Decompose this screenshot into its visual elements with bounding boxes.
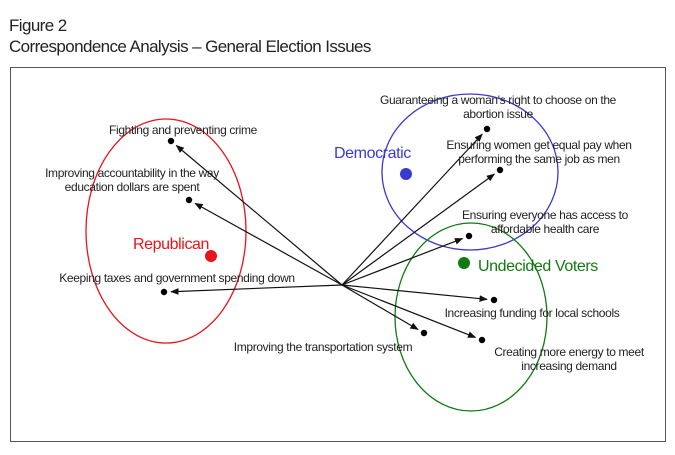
democratic-label: Democratic <box>334 145 411 162</box>
issue-label: Improving the transportation system <box>234 340 413 354</box>
issue-point <box>185 196 193 204</box>
issue-label: abortion issue <box>463 107 533 121</box>
democratic-ellipse <box>381 93 559 251</box>
issue-arrow <box>175 144 343 286</box>
issue-label: Ensuring women get equal pay when <box>446 138 631 152</box>
issue-label: education dollars are spent <box>65 180 201 194</box>
figure-label: Figure 2 <box>9 16 67 35</box>
issue-arrow <box>341 133 483 286</box>
issue-label: Increasing funding for local schools <box>445 306 620 320</box>
issue-point <box>420 329 428 337</box>
issue-arrow <box>341 284 419 330</box>
issue-arrow <box>341 284 488 302</box>
issue-point <box>167 137 175 145</box>
chart-title: Correspondence Analysis – General Electi… <box>9 37 371 56</box>
issue-arrow <box>341 237 464 286</box>
republican-label: Republican <box>133 236 209 253</box>
issue-point <box>465 232 473 240</box>
issue-point <box>490 296 498 304</box>
issue-point <box>478 336 486 344</box>
issue-point <box>160 288 168 296</box>
issue-label: Creating more energy to meet <box>494 345 645 359</box>
issue-label: increasing demand <box>521 359 616 373</box>
issue-label: Keeping taxes and government spending do… <box>59 271 294 285</box>
issue-label: Fighting and preventing crime <box>109 123 258 137</box>
issue-point <box>496 166 504 174</box>
republican-point <box>205 250 217 262</box>
issue-arrow <box>341 284 477 338</box>
issue-arrow <box>194 202 343 286</box>
republican-ellipse <box>85 118 247 344</box>
issue-label: affordable health care <box>491 222 600 236</box>
issue-label: Improving accountability in the way <box>45 166 219 180</box>
issue-point <box>483 125 491 133</box>
issue-label: Ensuring everyone has access to <box>462 208 629 222</box>
issue-arrow <box>170 284 343 295</box>
issue-label: Guaranteeing a woman's right to choose o… <box>380 93 617 107</box>
democratic-point <box>400 168 412 180</box>
undecided-voters-ellipse <box>394 222 548 412</box>
undecided-voters-label: Undecided Voters <box>478 258 598 275</box>
issue-arrow <box>341 173 496 286</box>
plot-frame <box>10 67 666 442</box>
undecided-voters-point <box>458 257 470 269</box>
issue-label: performing the same job as men <box>458 152 620 166</box>
